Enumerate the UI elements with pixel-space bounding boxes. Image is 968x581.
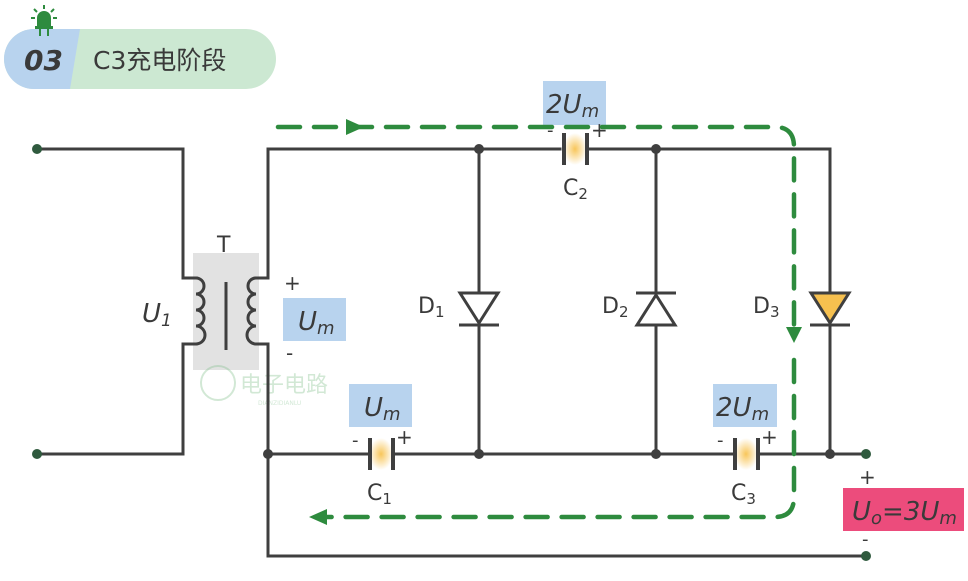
junction [474, 144, 484, 154]
diode-d1: D1 [418, 291, 501, 327]
primary-voltage-label: U1 [142, 299, 172, 331]
arrow-down-icon [786, 327, 802, 343]
c3-label: C3 [731, 481, 756, 508]
junction [825, 449, 835, 459]
junction [474, 449, 484, 459]
watermark-en: DIANZIDIANLU [258, 400, 301, 407]
d2-label: D2 [602, 294, 629, 321]
source-voltage-label: Um [298, 307, 335, 339]
d3-label: D3 [753, 294, 780, 321]
source-minus: - [286, 341, 293, 365]
junction [263, 449, 273, 459]
junction [651, 449, 661, 459]
output-minus: - [862, 529, 869, 550]
transformer-label: T [216, 233, 231, 258]
c2-label: C2 [563, 176, 588, 203]
secondary-coil [245, 276, 258, 346]
header-number-bg [4, 29, 80, 89]
capacitor-c2: 2Um - + C2 [543, 81, 608, 203]
led-icon [31, 5, 57, 36]
header-number: 03 [24, 44, 63, 77]
primary-wires [35, 147, 198, 456]
c3-voltage-label: 2Um [716, 393, 769, 425]
c1-label: C1 [367, 481, 392, 508]
output-voltage-label: Uo=3Um [852, 497, 957, 529]
watermark-cn: 电子电路 [240, 373, 328, 398]
output-voltage-box [843, 488, 964, 531]
header-title: C3充电阶段 [93, 46, 226, 75]
c3-minus: - [717, 430, 724, 451]
input-terminal-bottom [32, 449, 42, 459]
arrow-left-icon [309, 509, 327, 525]
diode-d2: D2 [602, 291, 678, 327]
c3-voltage-box [713, 384, 777, 427]
input-terminal-top [32, 144, 42, 154]
c2-minus: - [547, 120, 554, 141]
arrow-right-icon [346, 119, 364, 135]
c3-plus: + [761, 425, 778, 449]
output-voltage: + Uo=3Um - [843, 465, 964, 550]
section-header: 03 C3充电阶段 [4, 5, 276, 89]
output-terminal-negative [861, 551, 871, 561]
junction [651, 144, 661, 154]
output-plus: + [859, 465, 876, 489]
current-path [275, 119, 802, 525]
c2-voltage-box [543, 81, 606, 125]
c1-minus: - [352, 430, 359, 451]
source-plus: + [284, 271, 301, 295]
capacitor-c3: 2Um - + C3 [713, 384, 778, 508]
current-path-top [275, 124, 797, 333]
capacitor-c1: Um - + C1 [349, 384, 413, 508]
c2-voltage-label: 2Um [546, 90, 599, 122]
primary-coil [194, 276, 207, 346]
source-voltage-box [283, 298, 346, 341]
secondary-wires [254, 147, 868, 558]
watermark: 电子电路 DIANZIDIANLU [200, 365, 328, 407]
diode-d3: D3 [753, 291, 852, 327]
c1-voltage-label: Um [364, 393, 401, 425]
c1-plus: + [396, 425, 413, 449]
output-terminal-positive [861, 449, 871, 459]
d1-label: D1 [418, 294, 445, 321]
c1-voltage-box [349, 384, 412, 427]
watermark-logo-icon [200, 365, 236, 401]
current-path-bottom [322, 357, 797, 520]
transformer: T [194, 233, 258, 350]
c2-plus: + [591, 118, 608, 142]
